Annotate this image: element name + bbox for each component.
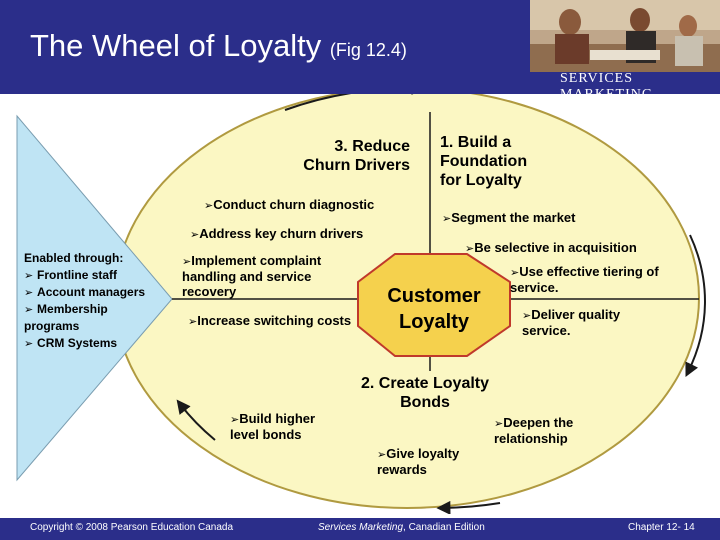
cycle-arrow-right — [685, 234, 706, 378]
step1-title: 1. Build a Foundation for Loyalty — [440, 133, 580, 190]
enablers-list: Enabled through: ➢ Frontline staff ➢ Acc… — [24, 250, 154, 352]
wheel-diagram — [16, 94, 706, 514]
step1-bullet: ➢Deliver quality service. — [522, 307, 621, 338]
step3-title: 3. Reduce Churn Drivers — [260, 137, 410, 175]
enablers-wedge — [16, 114, 173, 482]
step3-bullet: ➢Increase switching costs — [188, 313, 352, 328]
step1-bullet: ➢Segment the market — [442, 210, 576, 225]
footer-edition: Services Marketing, Canadian Edition — [318, 522, 485, 533]
footer-copyright: Copyright © 2008 Pearson Education Canad… — [30, 522, 234, 533]
step1-title-line: Foundation — [440, 153, 528, 170]
hub-label-line: Customer — [387, 285, 481, 307]
header-photo — [530, 0, 720, 72]
step3-title-line: 3. Reduce — [334, 138, 410, 155]
cycle-arrow-top — [284, 94, 426, 111]
enabler-item: ➢ Membership programs — [24, 302, 108, 333]
step2-title-line: Bonds — [400, 394, 450, 411]
step3-bullet: ➢Implement complaint handling and servic… — [182, 253, 322, 299]
enabler-item: ➢ Frontline staff — [24, 268, 118, 282]
step1-bullet: ➢Use effective tiering of service. — [510, 264, 659, 295]
step2-title: 2. Create Loyalty Bonds — [335, 374, 515, 412]
footer-chapter: Chapter 12- 14 — [628, 522, 695, 533]
cycle-arrow-left — [176, 399, 216, 441]
hub-label: Customer Loyalty — [370, 283, 498, 335]
figure-reference: (Fig 12.4) — [329, 40, 407, 60]
step2-title-line: 2. Create Loyalty — [360, 375, 490, 392]
step2-bullet: ➢Give loyalty rewards — [377, 446, 460, 477]
step3-title-line: Churn Drivers — [303, 157, 410, 174]
step1-title-line: 1. Build a — [440, 134, 512, 151]
slide-title: The Wheel of Loyalty (Fig 12.4) — [30, 28, 407, 64]
enabler-item: ➢ CRM Systems — [24, 336, 118, 350]
step2-bullet: ➢Build higher level bonds — [230, 411, 316, 442]
enabler-item: ➢ Account managers — [24, 285, 146, 299]
step3-bullet: ➢Conduct churn diagnostic — [204, 197, 375, 212]
step1-bullet: ➢Be selective in acquisition — [465, 240, 637, 255]
hub-label-line: Loyalty — [398, 311, 470, 333]
enablers-heading: Enabled through: — [24, 251, 124, 265]
hub-octagon — [357, 253, 511, 357]
step3-bullet: ➢Address key churn drivers — [190, 226, 364, 241]
slide-title-text: The Wheel of Loyalty — [30, 28, 322, 63]
step2-bullet: ➢Deepen the relationship — [494, 415, 574, 446]
step1-title-line: for Loyalty — [440, 172, 522, 189]
cycle-arrow-bottom — [436, 500, 501, 514]
brand-wordmark: SERVICES MARKETING — [560, 71, 653, 102]
footer-bar — [0, 518, 720, 540]
